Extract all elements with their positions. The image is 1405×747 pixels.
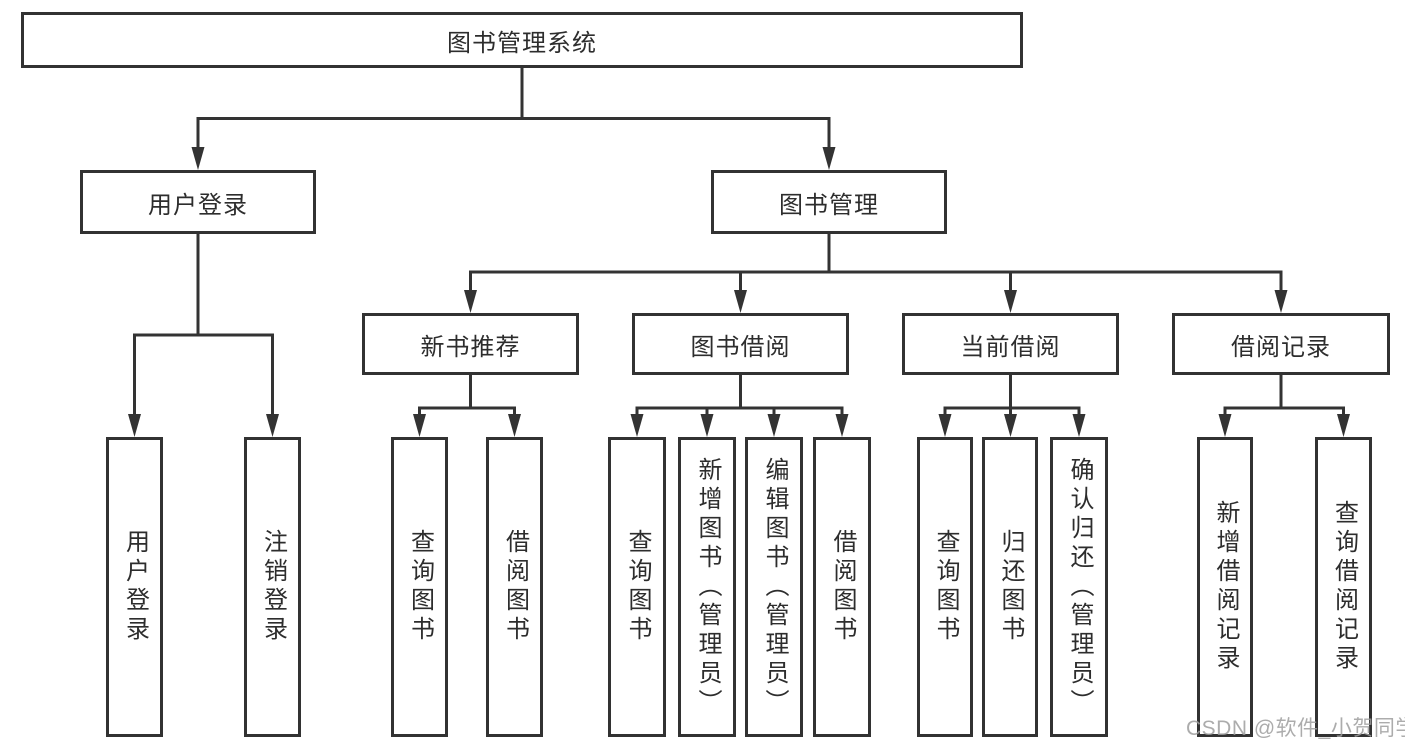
leaf-query-book-borrow: 查询图书 [608, 437, 666, 737]
csdn-watermark: CSDN @软件_小贺同学 [1186, 717, 1405, 740]
node-current-borrow: 当前借阅 [902, 313, 1119, 375]
node-book-borrow: 图书借阅 [632, 313, 849, 375]
leaf-query-book-recommend: 查询图书 [391, 437, 448, 737]
node-user-login: 用户登录 [80, 170, 316, 234]
leaf-add-borrow-record: 新增借阅记录 [1197, 437, 1253, 737]
node-new-book-recommend: 新书推荐 [362, 313, 579, 375]
leaf-query-book-current: 查询图书 [917, 437, 973, 737]
leaf-add-book-admin: 新增图书（管理员） [678, 437, 736, 737]
node-book-management: 图书管理 [711, 170, 947, 234]
node-borrow-records: 借阅记录 [1172, 313, 1390, 375]
leaf-edit-book-admin: 编辑图书（管理员） [745, 437, 803, 737]
leaf-confirm-return-admin: 确认归还（管理员） [1050, 437, 1108, 737]
leaf-user-login: 用户登录 [106, 437, 163, 737]
leaf-borrow-book: 借阅图书 [813, 437, 871, 737]
leaf-borrow-book-recommend: 借阅图书 [486, 437, 543, 737]
leaf-return-book: 归还图书 [982, 437, 1038, 737]
leaf-query-borrow-record: 查询借阅记录 [1315, 437, 1372, 737]
node-library-management-system: 图书管理系统 [21, 12, 1023, 68]
leaf-logout: 注销登录 [244, 437, 301, 737]
